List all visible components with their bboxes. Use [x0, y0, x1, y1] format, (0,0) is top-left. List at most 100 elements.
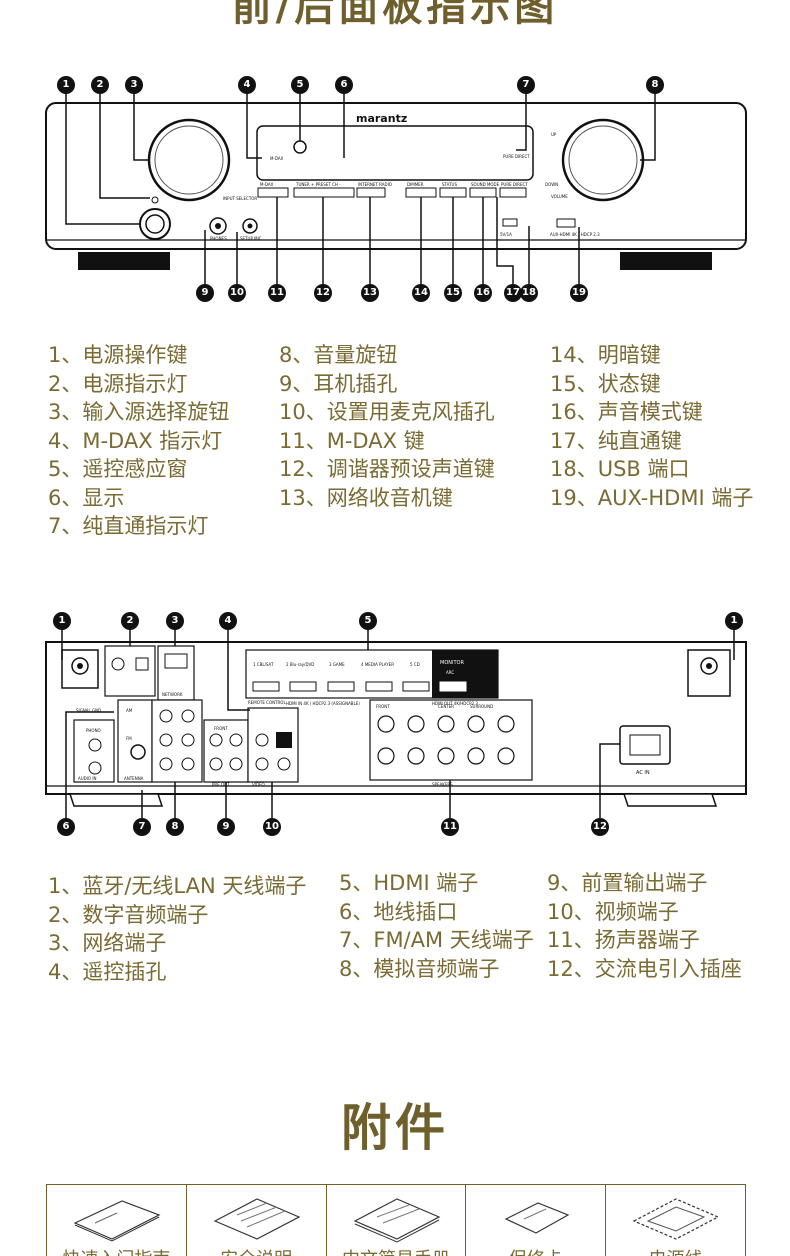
network-label: NETWORK — [162, 692, 183, 697]
input-selector-label: INPUT SELECTOR — [223, 196, 257, 201]
warranty-card-icon — [505, 1202, 570, 1234]
video-label: VIDEO — [252, 782, 265, 787]
legend-item: 1、蓝牙/无线LAN 天线端子 — [48, 874, 307, 898]
pure-direct-indicator-label: PURE DIRECT — [503, 154, 530, 159]
callout-badge: 2 — [121, 612, 139, 630]
setup-mic-label: SETUP MIC — [240, 236, 262, 241]
chinese-manual-icon — [353, 1198, 440, 1243]
front-panel-drawing: marantz M-DAX PURE DIRECT INPUT SELECTOR… — [45, 92, 747, 284]
legend-item: 4、遥控插孔 — [48, 959, 167, 984]
legend-item: 19、AUX-HDMI 端子 — [550, 485, 754, 510]
legend-item: 1、电源操作键 — [48, 343, 188, 367]
hdmi-out-label: HDMI OUT 4K/HDCP2.3 — [432, 701, 478, 706]
ac-in-label: AC IN — [636, 770, 650, 776]
legend-item: 2、电源指示灯 — [48, 371, 188, 396]
callout-badge: 11 — [441, 818, 459, 836]
callout-badge: 7 — [133, 818, 151, 836]
volume-label: VOLUME — [551, 194, 568, 199]
volume-up-label: UP — [551, 132, 557, 137]
legend-item: 6、显示 — [48, 485, 125, 510]
legend-item: 8、音量旋钮 — [279, 343, 398, 367]
legend-item: 3、网络端子 — [48, 931, 167, 955]
accessories-table: 快速入门指南 安全说明 中文简易手册 保修卡 电源线 — [46, 1184, 746, 1256]
legend-item: 16、声音模式键 — [550, 400, 703, 424]
accessories-title: 附件 — [341, 1099, 449, 1157]
sound-mode-label: SOUND MODE — [471, 182, 500, 187]
callout-badge: 8 — [166, 818, 184, 836]
legend-item: 8、模拟音频端子 — [339, 956, 500, 981]
accessory-item: 电源线 — [606, 1185, 745, 1256]
speaker-front-label: FRONT — [376, 704, 390, 709]
front-legend-col-1: 1、电源操作键 2、电源指示灯 3、输入源选择旋钮 4、M-DAX 指示灯 5、… — [48, 341, 229, 541]
callout-badge: 10 — [263, 818, 281, 836]
accessory-item: 安全说明 — [187, 1185, 327, 1256]
callout-badge: 5 — [291, 76, 309, 94]
callout-badge: 5 — [359, 612, 377, 630]
legend-item: 7、FM/AM 天线端子 — [339, 928, 534, 952]
callout-badge: 14 — [412, 284, 430, 302]
mdax-indicator-label: M-DAX — [270, 156, 284, 161]
callout-badge: 9 — [217, 818, 235, 836]
status-label: STATUS — [442, 182, 457, 187]
legend-item: 11、M-DAX 键 — [279, 428, 425, 453]
internet-radio-label: INTERNET RADIO — [358, 182, 392, 187]
callout-badge: 13 — [361, 284, 379, 302]
quick-guide-icon — [73, 1200, 161, 1242]
accessory-item: 保修卡 — [466, 1185, 607, 1256]
callout-badge: 17 — [504, 284, 522, 302]
speaker-center-label: CENTER — [438, 704, 454, 709]
legend-item: 13、网络收音机键 — [279, 485, 453, 510]
accessory-item: 快速入门指南 — [47, 1185, 187, 1256]
accessory-label: 安全说明 — [187, 1245, 326, 1256]
legend-item: 15、状态键 — [550, 371, 661, 396]
hdmi2-label: 2 Blu-ray/DVD — [286, 662, 314, 667]
legend-item: 2、数字音频端子 — [48, 902, 209, 927]
callout-badge: 6 — [335, 76, 353, 94]
tuner-preset-label: TUNER + PRESET CH - — [295, 182, 341, 187]
callout-badge: 2 — [91, 76, 109, 94]
rear-panel-drawing: 1 CBL/SAT 2 Blu-ray/DVD 3 GAME 4 MEDIA P… — [45, 628, 747, 818]
callout-badge: 3 — [166, 612, 184, 630]
pure-direct-button-label: PURE DIRECT — [501, 182, 528, 187]
safety-instructions-icon — [213, 1198, 301, 1240]
phones-label: PHONES — [210, 236, 227, 241]
aux-hdmi-label: AUX-HDMI 4K / HDCP 2.3 — [550, 232, 600, 237]
page-title: 前/后面板指示图 — [231, 0, 559, 30]
accessory-label: 电源线 — [606, 1245, 745, 1256]
callout-badge: 4 — [219, 612, 237, 630]
legend-item: 12、交流电引入插座 — [547, 956, 742, 981]
rear-legend-col-2: 5、HDMI 端子 6、地线插口 7、FM/AM 天线端子 8、模拟音频端子 — [339, 869, 534, 983]
audio-in-label: AUDIO IN — [78, 776, 97, 781]
callout-badge: 12 — [314, 284, 332, 302]
callout-badge: 15 — [444, 284, 462, 302]
legend-item: 5、遥控感应窗 — [48, 457, 188, 481]
callout-badge: 1 — [725, 612, 743, 630]
legend-item: 5、HDMI 端子 — [339, 871, 479, 895]
usb-label: 5V/1A — [500, 232, 512, 237]
antenna-label: ANTENNA — [124, 776, 144, 781]
signal-gnd-label: SIGNAL GND — [76, 708, 101, 713]
hdmi4-label: 4 MEDIA PLAYER — [361, 662, 394, 667]
callout-badge: 16 — [474, 284, 492, 302]
hdmi-in-label: HDMI IN 4K / HDCP2.3 (ASSIGNABLE) — [286, 701, 360, 706]
callout-badge: 12 — [591, 818, 609, 836]
speakers-label: SPEAKERS — [432, 782, 453, 787]
legend-item: 11、扬声器端子 — [547, 928, 700, 952]
arc-label: ARC — [446, 670, 454, 675]
callout-badge: 9 — [196, 284, 214, 302]
callout-badge: 1 — [53, 612, 71, 630]
dimmer-label: DIMMER — [407, 182, 424, 187]
accessory-item: 中文简易手册 — [327, 1185, 467, 1256]
callout-badge: 10 — [228, 284, 246, 302]
legend-item: 10、视频端子 — [547, 899, 679, 924]
callout-badge: 1 — [57, 76, 75, 94]
pre-out-front-label: FRONT — [214, 726, 228, 731]
phono-label: PHONO — [86, 728, 101, 733]
volume-down-label: DOWN — [545, 182, 558, 187]
hdmi1-label: 1 CBL/SAT — [253, 662, 274, 667]
callout-badge: 18 — [520, 284, 538, 302]
accessory-label: 中文简易手册 — [327, 1245, 466, 1256]
callout-badge: 7 — [517, 76, 535, 94]
power-cord-icon — [632, 1198, 720, 1240]
hdmi5-label: 5 CD — [410, 662, 420, 667]
